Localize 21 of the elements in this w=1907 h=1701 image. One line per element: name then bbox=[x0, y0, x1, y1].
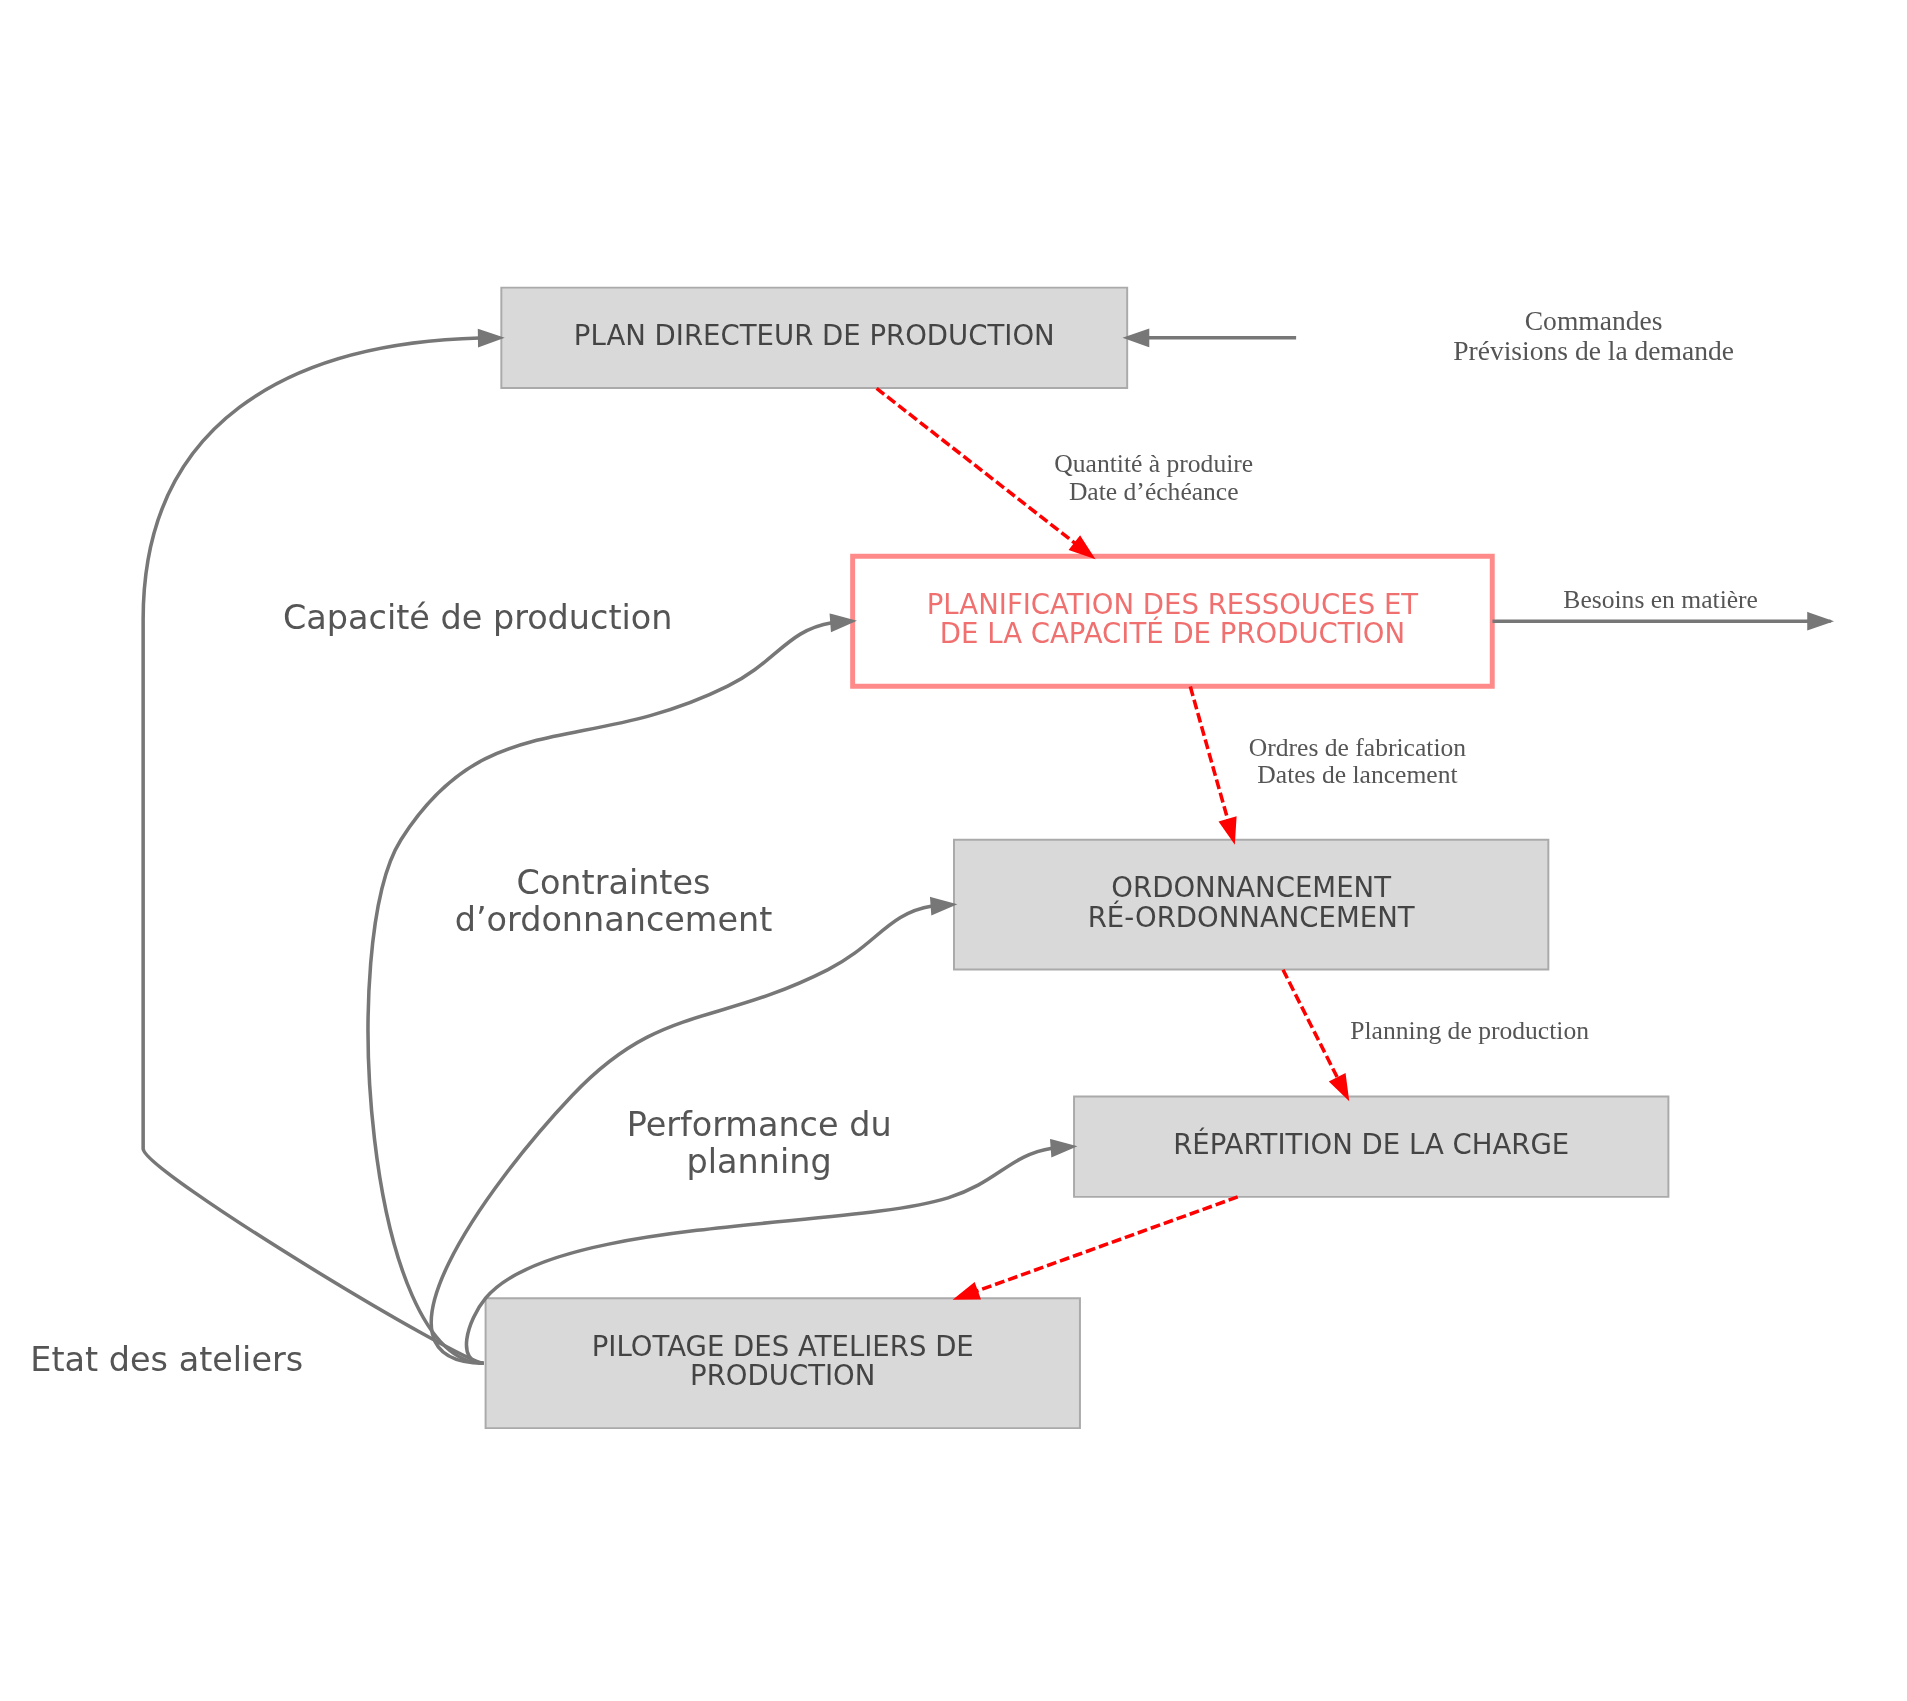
node-text: Commandes Prévisions de la demande bbox=[1453, 305, 1734, 366]
arrow bbox=[430, 896, 958, 1365]
arrow bbox=[1122, 328, 1297, 348]
arrow bbox=[1281, 969, 1350, 1102]
arrow bbox=[1188, 686, 1237, 845]
node-box: PILOTAGE DES ATELIERS DE PRODUCTION bbox=[484, 1297, 1081, 1430]
arrow bbox=[952, 1195, 1239, 1300]
node-box: RÉPARTITION DE LA CHARGE bbox=[1073, 1095, 1670, 1198]
label: Capacité de production bbox=[282, 598, 673, 638]
arrow bbox=[875, 387, 1096, 560]
edge-label: Besoins en matière bbox=[1563, 585, 1758, 615]
node-box: PLANIFICATION DES RESSOUCES ET DE LA CAPACITÉ DE PRODUCTION bbox=[850, 553, 1495, 689]
label: Etat des ateliers bbox=[30, 1340, 304, 1380]
label: Contraintes d’ordonnancement bbox=[454, 862, 773, 940]
edge-label: Ordres de fabrication Dates de lancement bbox=[1248, 732, 1467, 790]
edge-label: Planning de production bbox=[1350, 1016, 1589, 1046]
edge-label: Quantité à produire Date d’échéance bbox=[1054, 449, 1254, 506]
node-box: PLAN DIRECTEUR DE PRODUCTION bbox=[500, 286, 1129, 389]
node-box: ORDONNANCEMENT RÉ-ORDONNANCEMENT bbox=[953, 838, 1550, 971]
arrow bbox=[464, 1138, 1078, 1365]
label: Performance du planning bbox=[626, 1105, 892, 1182]
